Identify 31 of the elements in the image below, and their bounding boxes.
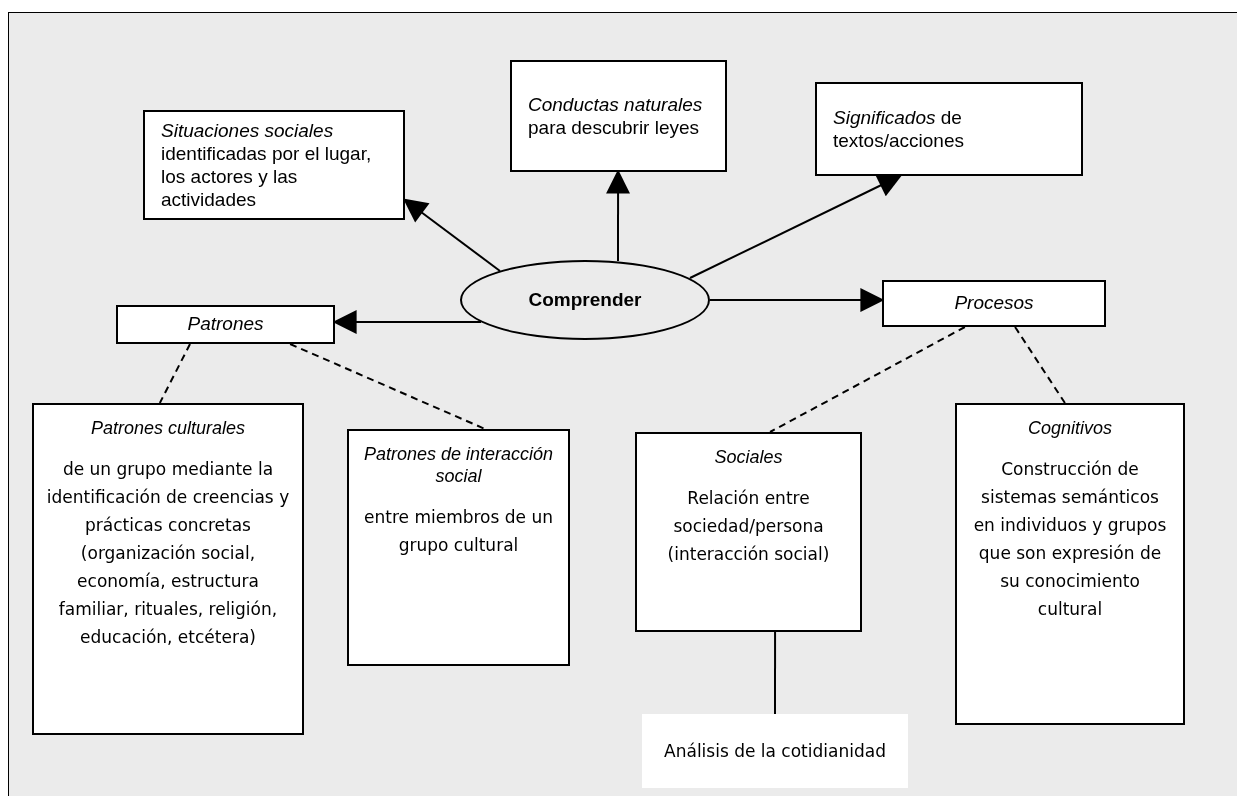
box-text: Procesos — [954, 291, 1034, 316]
heading-text: Cognitivos — [1027, 417, 1112, 439]
heading-text: Patrones de interacción social — [362, 443, 555, 487]
body-text: entre miembros de un grupo cultural — [363, 506, 554, 557]
arrow — [689, 174, 903, 279]
concept-box — [642, 714, 908, 788]
dashed-line — [769, 326, 966, 433]
concept-box — [116, 305, 335, 344]
dashed-line — [158, 343, 191, 404]
body-text: Relación entre sociedad/persona (interacción social) — [666, 487, 831, 566]
box-text: Comprender — [528, 287, 642, 312]
concept-box — [635, 432, 862, 632]
box-text: Patrones — [187, 312, 264, 337]
box-text: Análisis de la cotidianidad — [664, 740, 886, 763]
body-text: Construcción de sistemas semánticos en individuos y grupos que son expresión de su conocimiento cultural — [972, 458, 1168, 621]
dashed-line — [1014, 326, 1066, 404]
box-text: Conductas naturales para descubrir leyes — [528, 93, 704, 139]
heading-text: Patrones culturales — [90, 417, 246, 439]
body-text: de un grupo mediante la identificación de creencias y prácticas concretas (organización social, economía, estructura familiar, rituales, religión, educación, etcétera) — [46, 458, 290, 649]
box-text: Significados de textos/acciones — [833, 106, 965, 152]
concept-box — [347, 429, 570, 666]
concept-box — [143, 110, 405, 220]
connector-line — [774, 631, 777, 715]
box-text: Situaciones sociales identificadas por el lugar, los actores y las actividades — [161, 119, 373, 211]
concept-box — [955, 403, 1185, 725]
dashed-line — [289, 343, 487, 430]
concept-box — [882, 280, 1106, 327]
concept-box — [510, 60, 727, 172]
concept-box — [32, 403, 304, 735]
heading-text: Sociales — [714, 446, 783, 468]
concept-box — [815, 82, 1083, 176]
